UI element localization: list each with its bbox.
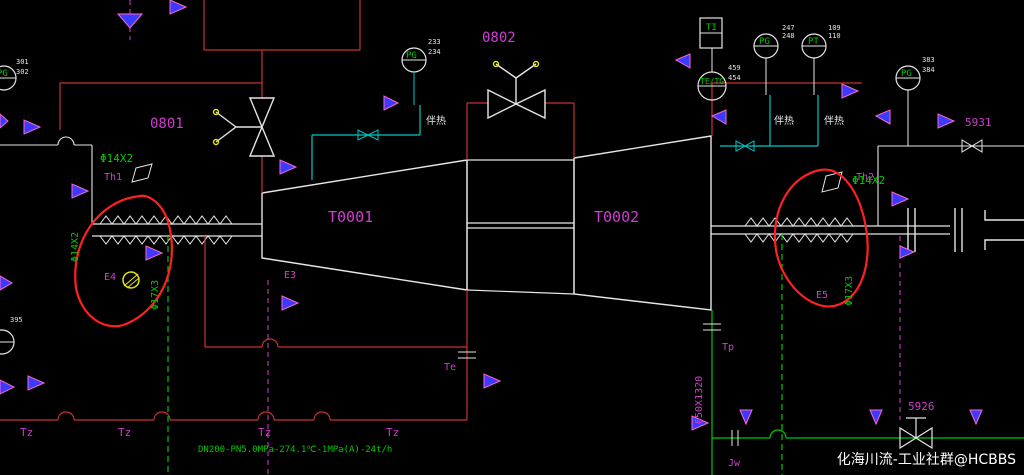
label-accompany-3: 伴热 <box>824 114 844 127</box>
label-pg-383: PG <box>901 69 912 79</box>
label-pipe-left-size: Φ14X2 <box>100 152 133 165</box>
seal-right <box>744 217 854 243</box>
label-t0001: T0001 <box>328 208 373 226</box>
instrument-pg-383[interactable] <box>895 65 921 146</box>
label-num-110: 110 <box>828 32 841 40</box>
white-piping <box>0 136 1024 226</box>
valve-small-1[interactable] <box>357 129 379 141</box>
label-ti: TI <box>706 23 717 33</box>
watermark-text: 化海川流-工业社群@HCBBS <box>836 452 1016 468</box>
label-num-395: 395 <box>10 316 23 324</box>
label-pipe-left-vertical-2: Φ17X3 <box>150 280 161 310</box>
annotation-circle-right <box>773 168 869 308</box>
label-e5: E5 <box>816 290 828 301</box>
marker-e4 <box>122 271 140 289</box>
label-tp: Tp <box>722 342 734 353</box>
label-duct-size: 650X1320 <box>694 376 705 424</box>
label-e3: E3 <box>284 270 296 281</box>
label-th2: Th2 <box>856 172 874 183</box>
valve-small-2[interactable] <box>735 140 755 152</box>
valve-0802[interactable] <box>487 60 546 120</box>
label-e4: E4 <box>104 272 116 283</box>
label-pt-109: PT <box>808 37 819 47</box>
capacitor-te <box>458 351 476 359</box>
label-0801: 0801 <box>150 116 184 132</box>
label-0802: 0802 <box>482 30 516 46</box>
label-jw: Jw <box>728 458 741 469</box>
label-t0002: T0002 <box>594 208 639 226</box>
label-th1: Th1 <box>104 172 122 183</box>
capacitor-jw <box>731 430 739 446</box>
label-5931: 5931 <box>965 116 992 129</box>
instrument-pg-247[interactable] <box>753 33 779 95</box>
coupling-right <box>907 208 1024 252</box>
label-num-302: 302 <box>16 68 29 76</box>
label-num-454: 454 <box>728 74 741 82</box>
label-num-383: 383 <box>922 56 935 64</box>
coupling-box <box>466 159 575 295</box>
instrument-pg-395[interactable] <box>0 329 15 355</box>
label-accompany-2: 伴热 <box>774 114 794 127</box>
label-te: Te <box>444 362 456 373</box>
label-tz-4: Tz <box>386 426 399 439</box>
label-te-tg: TE/TG <box>700 77 724 86</box>
valve-5926[interactable] <box>899 417 933 450</box>
label-num-301: 301 <box>16 58 29 66</box>
instrument-pg-233[interactable] <box>401 47 427 105</box>
label-num-384: 384 <box>922 66 935 74</box>
instrument-te-tg[interactable] <box>697 17 727 101</box>
label-pg-247: PG <box>759 37 770 47</box>
label-pipe-right-size: Φ14X2 <box>852 174 885 187</box>
label-num-247: 247 <box>782 24 795 32</box>
capacitor-tp <box>703 323 721 331</box>
label-tz-2: Tz <box>118 426 131 439</box>
thermo-th1 <box>131 163 153 183</box>
valve-0801[interactable] <box>212 97 276 157</box>
label-pg-301: PG <box>0 69 8 79</box>
label-num-248: 248 <box>782 32 795 40</box>
labels: 0801 0802 T0001 T0002 5931 5926 Φ14X2 Φ1… <box>0 23 992 469</box>
label-pipe-left-vertical: Φ14X2 <box>70 232 81 262</box>
label-pg-233: PG <box>406 51 417 61</box>
valve-small-5931[interactable] <box>961 139 983 153</box>
instrument-pg-301[interactable] <box>0 65 17 91</box>
label-pipe-right-vertical: Φ17X3 <box>844 276 855 306</box>
label-5926: 5926 <box>908 400 935 413</box>
flow-arrows <box>0 0 983 431</box>
instrument-pt-109[interactable] <box>801 33 827 95</box>
annotation-circle-left <box>74 194 173 328</box>
label-tz-1: Tz <box>20 426 33 439</box>
label-tz-3: Tz <box>258 426 271 439</box>
label-pipe-spec: DN200-PN5.0MPa-274.1℃-1MPa(A)-24t/h <box>198 445 392 455</box>
green-bottom-line <box>711 310 1024 475</box>
steam-piping <box>0 0 862 421</box>
label-accompany-1: 伴热 <box>426 114 446 127</box>
drain-piping <box>167 234 783 475</box>
label-num-233: 233 <box>428 38 441 46</box>
label-num-109: 109 <box>828 24 841 32</box>
main-shaft <box>92 222 950 237</box>
label-num-459: 459 <box>728 64 741 72</box>
label-num-234: 234 <box>428 48 441 56</box>
